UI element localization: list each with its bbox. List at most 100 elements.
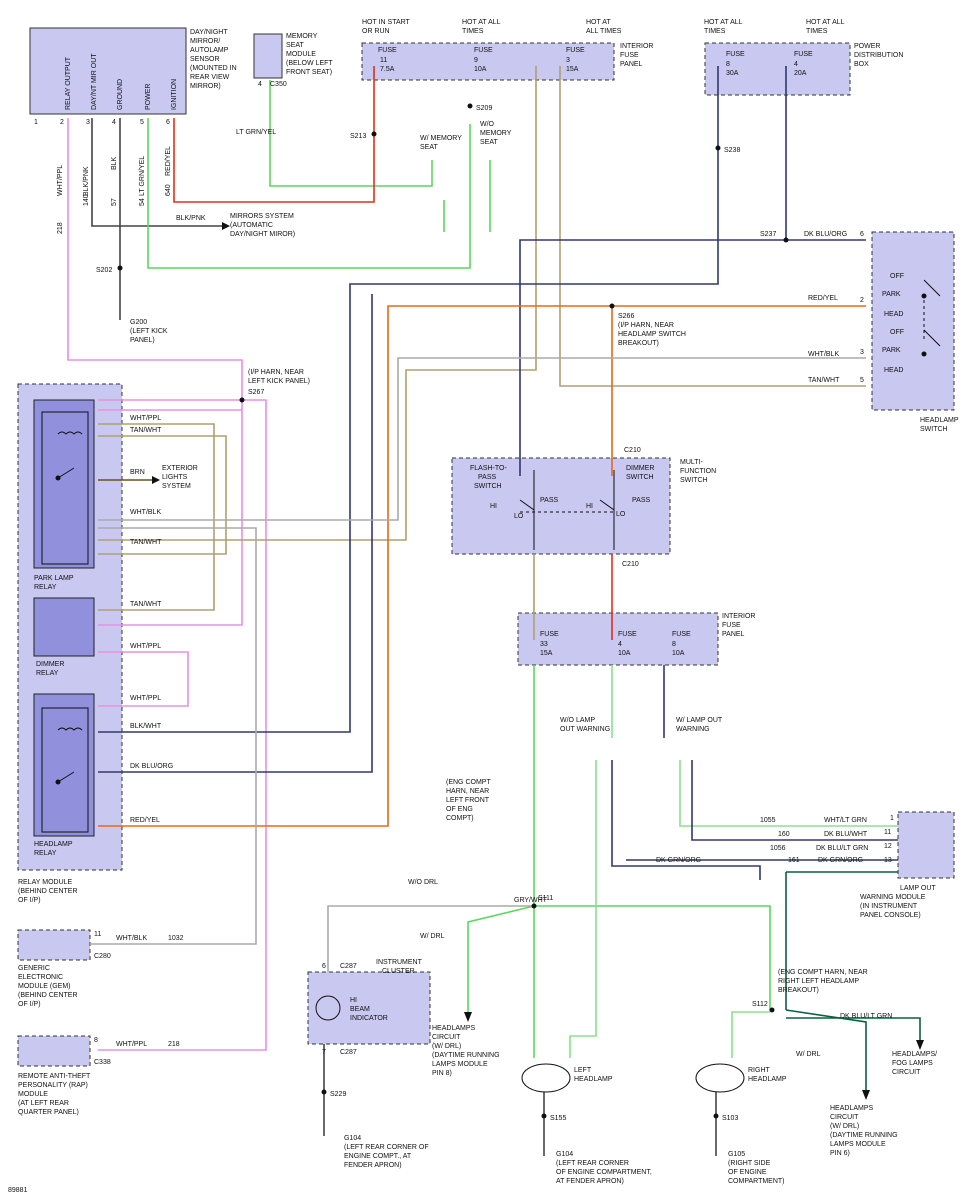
svg-text:CLUSTER: CLUSTER — [382, 968, 415, 975]
multifunction-text: MULTI- FUNCTION SWITCH C210 C210 FLASH-T… — [470, 447, 716, 568]
svg-text:DK BLU/LT GRN: DK BLU/LT GRN — [816, 845, 868, 852]
svg-text:FUNCTION: FUNCTION — [680, 468, 716, 475]
svg-text:1055: 1055 — [760, 817, 776, 824]
svg-text:W/ MEMORY: W/ MEMORY — [420, 135, 462, 142]
svg-text:HEADLAMP: HEADLAMP — [574, 1076, 613, 1083]
svg-text:(IN INSTRUMENT: (IN INSTRUMENT — [860, 903, 918, 910]
svg-text:(LEFT REAR CORNER OF: (LEFT REAR CORNER OF — [344, 1144, 429, 1151]
svg-text:(LEFT KICK: (LEFT KICK — [130, 328, 168, 335]
svg-text:BLK: BLK — [111, 156, 118, 170]
svg-text:RED/YEL: RED/YEL — [808, 295, 838, 302]
svg-text:AUTOLAMP: AUTOLAMP — [190, 47, 229, 54]
svg-text:FRONT SEAT): FRONT SEAT) — [286, 69, 332, 76]
svg-text:ALL TIMES: ALL TIMES — [586, 28, 622, 35]
svg-text:2: 2 — [60, 119, 64, 126]
svg-text:8: 8 — [672, 641, 676, 648]
instrument-cluster-text: INSTRUMENT CLUSTER C287 C287 6 7 HI BEAM… — [322, 959, 423, 1056]
headlamp-switch-text: OFF PARK HEAD OFF PARK HEAD 6 2 3 5 HEAD… — [860, 231, 959, 433]
svg-text:10A: 10A — [618, 650, 631, 657]
wire-labels: WHT/PPL BLK/PNK BLK LT GRN/YEL RED/YEL 2… — [57, 129, 892, 1048]
gem-box — [17, 929, 91, 961]
svg-text:PARK: PARK — [882, 347, 901, 354]
svg-text:CIRCUIT: CIRCUIT — [830, 1114, 859, 1121]
fuse-panel-top-text: HOT IN START OR RUN HOT AT ALL TIMES HOT… — [362, 19, 653, 73]
svg-text:MODULE: MODULE — [286, 51, 316, 58]
svg-text:C210: C210 — [624, 447, 641, 454]
wire-wht-ppl-dimmer — [98, 400, 243, 626]
svg-text:TAN/WHT: TAN/WHT — [130, 427, 162, 434]
svg-text:BREAKOUT): BREAKOUT) — [618, 340, 659, 347]
svg-text:COMPT): COMPT) — [446, 815, 474, 822]
svg-text:LEFT: LEFT — [574, 1067, 592, 1074]
svg-text:W/O DRL: W/O DRL — [408, 879, 438, 886]
svg-text:MODULE (GEM): MODULE (GEM) — [18, 983, 71, 990]
svg-text:4: 4 — [794, 61, 798, 68]
svg-text:CIRCUIT: CIRCUIT — [892, 1069, 921, 1076]
svg-text:FUSE: FUSE — [618, 631, 637, 638]
svg-text:HOT IN START: HOT IN START — [362, 19, 411, 26]
svg-text:LT GRN/YEL: LT GRN/YEL — [236, 129, 276, 136]
wire-blk-pnk — [91, 118, 222, 227]
svg-text:WHT/LT GRN: WHT/LT GRN — [824, 817, 867, 824]
svg-text:(I/P HARN, NEAR: (I/P HARN, NEAR — [248, 369, 304, 376]
svg-text:C350: C350 — [270, 81, 287, 88]
svg-text:(ENG COMPT: (ENG COMPT — [446, 779, 491, 786]
svg-text:C210: C210 — [622, 561, 639, 568]
svg-text:PANEL: PANEL — [722, 631, 745, 638]
svg-text:30A: 30A — [726, 70, 739, 77]
svg-text:S237: S237 — [760, 231, 776, 238]
svg-text:DK BLU/WHT: DK BLU/WHT — [824, 831, 868, 838]
svg-text:LO: LO — [616, 511, 626, 518]
svg-text:S209: S209 — [476, 105, 492, 112]
multifunction-switch-box — [451, 457, 671, 555]
svg-text:S213: S213 — [350, 133, 366, 140]
svg-text:INSTRUMENT: INSTRUMENT — [376, 959, 423, 966]
svg-text:RELAY OUTPUT: RELAY OUTPUT — [65, 56, 72, 110]
wire-wht-ppl-sensor — [67, 118, 243, 401]
svg-text:160: 160 — [778, 831, 790, 838]
svg-text:HOT AT ALL: HOT AT ALL — [462, 19, 501, 26]
svg-text:HI: HI — [350, 997, 357, 1004]
svg-text:8: 8 — [726, 61, 730, 68]
svg-text:FUSE: FUSE — [378, 47, 397, 54]
svg-text:SWITCH: SWITCH — [680, 477, 708, 484]
diagram-id: 89881 — [8, 1187, 28, 1194]
svg-text:RELAY: RELAY — [36, 670, 59, 677]
svg-text:1: 1 — [890, 815, 894, 822]
svg-text:DK GRN/ORG: DK GRN/ORG — [656, 857, 701, 864]
svg-text:9: 9 — [474, 57, 478, 64]
svg-text:(MOUNTED IN: (MOUNTED IN — [190, 65, 237, 72]
svg-text:OFF: OFF — [890, 329, 904, 336]
svg-text:TAN/WHT: TAN/WHT — [130, 601, 162, 608]
svg-text:PANEL: PANEL — [620, 61, 643, 68]
svg-text:HI: HI — [490, 503, 497, 510]
svg-text:PANEL): PANEL) — [130, 337, 155, 344]
svg-text:BEAM: BEAM — [350, 1006, 370, 1013]
svg-text:LAMP OUT: LAMP OUT — [900, 885, 936, 892]
svg-text:SWITCH: SWITCH — [626, 474, 654, 481]
svg-text:WHT/PPL: WHT/PPL — [130, 643, 161, 650]
svg-text:(RIGHT SIDE: (RIGHT SIDE — [728, 1160, 771, 1167]
svg-text:15A: 15A — [566, 66, 579, 73]
svg-text:HI: HI — [586, 503, 593, 510]
svg-text:FUSE: FUSE — [726, 51, 745, 58]
svg-text:S103: S103 — [722, 1115, 738, 1122]
svg-text:OF ENGINE COMPARTMENT,: OF ENGINE COMPARTMENT, — [556, 1169, 652, 1176]
svg-text:(AT LEFT REAR: (AT LEFT REAR — [18, 1100, 69, 1107]
svg-text:MIRROR): MIRROR) — [190, 83, 221, 90]
svg-text:12: 12 — [884, 843, 892, 850]
svg-text:SENSOR: SENSOR — [190, 56, 220, 63]
svg-text:(W/ DRL): (W/ DRL) — [432, 1043, 461, 1050]
svg-text:S155: S155 — [550, 1115, 566, 1122]
svg-text:WARNING MODULE: WARNING MODULE — [860, 894, 926, 901]
rap-box — [17, 1035, 91, 1067]
svg-text:DIMMER: DIMMER — [626, 465, 654, 472]
svg-text:INTERIOR: INTERIOR — [722, 613, 755, 620]
svg-text:TIMES: TIMES — [462, 28, 484, 35]
svg-text:DK BLU/LT GRN: DK BLU/LT GRN — [840, 1013, 892, 1020]
svg-text:FUSE: FUSE — [722, 622, 741, 629]
gem-text: 11 C280 GENERIC ELECTRONIC MODULE (GEM) … — [18, 931, 111, 1008]
svg-text:FLASH-TO-: FLASH-TO- — [470, 465, 507, 472]
lamp-out-module-box — [897, 811, 955, 879]
svg-text:S267: S267 — [248, 389, 264, 396]
